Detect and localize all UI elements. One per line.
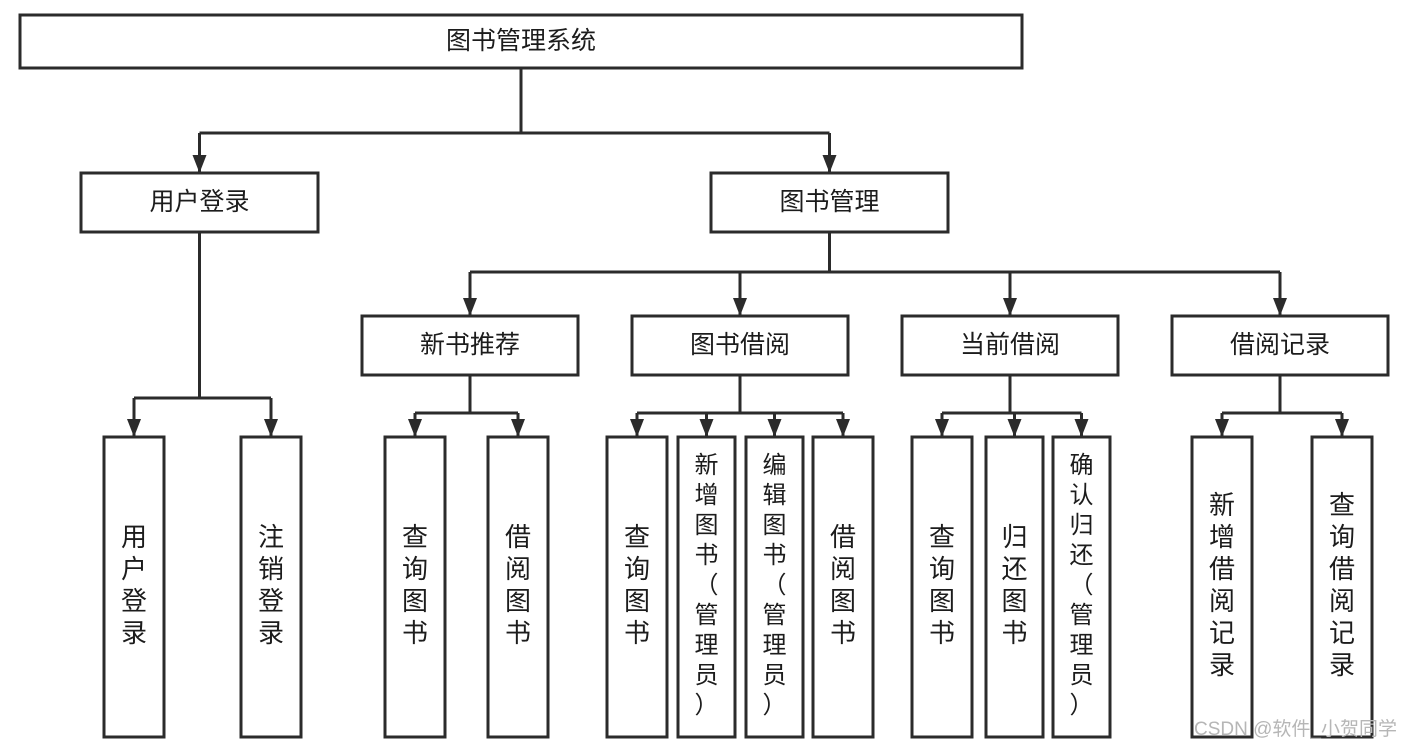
node-leaf-query-book-recommend[interactable]: 查询图书 — [383, 435, 447, 739]
node-borrow-record[interactable]: 借阅记录 — [1170, 314, 1390, 377]
node-box-leaf-query-book-current — [910, 435, 974, 739]
node-box-leaf-query-book-recommend — [383, 435, 447, 739]
node-label-leaf-logout: 注销登录 — [258, 522, 284, 648]
node-label-book-borrow: 图书借阅 — [690, 331, 790, 359]
node-box-leaf-add-book-admin — [676, 435, 737, 739]
node-leaf-edit-book-admin[interactable]: 编辑图书（管理员） — [744, 435, 805, 739]
arrow-head-icon — [1215, 419, 1229, 437]
arrow-head-icon — [192, 155, 207, 173]
arrow-head-icon — [836, 419, 850, 437]
node-leaf-user-login[interactable]: 用户登录 — [102, 435, 166, 739]
arrow-head-icon — [1007, 419, 1022, 437]
node-label-leaf-query-book-recommend: 查询图书 — [402, 522, 428, 648]
node-box-leaf-add-borrow-record — [1190, 435, 1254, 739]
arrow-head-icon — [767, 419, 782, 437]
connector-group-current-borrow — [935, 375, 1089, 437]
node-leaf-borrow-book-recommend[interactable]: 借阅图书 — [486, 435, 550, 739]
connector-group-book-manage — [463, 232, 1287, 316]
node-label-leaf-user-login: 用户登录 — [121, 522, 147, 648]
node-label-leaf-query-book-borrow: 查询图书 — [624, 522, 650, 648]
node-label-user-login: 用户登录 — [149, 188, 249, 216]
node-box-new-book-recommend — [360, 314, 580, 377]
node-label-leaf-confirm-return-admin: 确认归还（管理员） — [1070, 452, 1094, 719]
node-label-new-book-recommend: 新书推荐 — [420, 331, 520, 359]
node-label-leaf-query-book-current: 查询图书 — [929, 522, 955, 648]
node-box-leaf-confirm-return-admin — [1051, 435, 1112, 739]
arrow-head-icon — [463, 298, 477, 316]
node-box-leaf-return-book — [984, 435, 1045, 739]
connector-group-book-borrow — [630, 375, 850, 437]
node-root[interactable]: 图书管理系统 — [18, 13, 1024, 70]
node-current-borrow[interactable]: 当前借阅 — [900, 314, 1120, 377]
node-label-leaf-add-book-admin: 新增图书（管理员） — [695, 452, 719, 719]
node-box-leaf-edit-book-admin — [744, 435, 805, 739]
arrow-head-icon — [935, 419, 949, 437]
node-box-leaf-borrow-book — [811, 435, 875, 739]
arrow-head-icon — [630, 419, 644, 437]
arrow-head-icon — [1003, 298, 1017, 316]
arrow-head-icon — [1273, 298, 1287, 316]
connector-group-new-book-recommend — [408, 375, 525, 437]
connector-group-user-login — [127, 232, 278, 437]
node-label-leaf-add-borrow-record: 新增借阅记录 — [1209, 490, 1235, 680]
node-label-leaf-borrow-book-recommend: 借阅图书 — [505, 522, 531, 648]
node-box-user-login — [79, 171, 320, 234]
node-label-leaf-return-book: 归还图书 — [1001, 522, 1027, 648]
arrow-head-icon — [408, 419, 422, 437]
node-label-current-borrow: 当前借阅 — [960, 331, 1060, 359]
node-leaf-confirm-return-admin[interactable]: 确认归还（管理员） — [1051, 435, 1112, 739]
node-label-leaf-query-borrow-record: 查询借阅记录 — [1329, 490, 1355, 680]
connector-group-borrow-record — [1215, 375, 1349, 437]
node-leaf-add-book-admin[interactable]: 新增图书（管理员） — [676, 435, 737, 739]
arrow-head-icon — [1335, 419, 1349, 437]
node-book-borrow[interactable]: 图书借阅 — [630, 314, 850, 377]
node-box-leaf-borrow-book-recommend — [486, 435, 550, 739]
arrow-head-icon — [264, 419, 278, 437]
node-leaf-add-borrow-record[interactable]: 新增借阅记录 — [1190, 435, 1254, 739]
connector-layer — [127, 68, 1349, 437]
arrow-head-icon — [699, 419, 714, 437]
arrow-head-icon — [511, 419, 525, 437]
node-leaf-query-book-borrow[interactable]: 查询图书 — [605, 435, 669, 739]
node-leaf-logout[interactable]: 注销登录 — [239, 435, 303, 739]
node-box-leaf-user-login — [102, 435, 166, 739]
arrow-head-icon — [1074, 419, 1089, 437]
node-new-book-recommend[interactable]: 新书推荐 — [360, 314, 580, 377]
node-box-borrow-record — [1170, 314, 1390, 377]
node-box-leaf-logout — [239, 435, 303, 739]
node-box-current-borrow — [900, 314, 1120, 377]
arrow-head-icon — [127, 419, 141, 437]
arrow-head-icon — [733, 298, 747, 316]
node-user-login[interactable]: 用户登录 — [79, 171, 320, 234]
node-box-root — [18, 13, 1024, 70]
node-label-book-manage: 图书管理 — [779, 188, 879, 216]
node-label-root: 图书管理系统 — [446, 27, 596, 55]
node-label-borrow-record: 借阅记录 — [1230, 331, 1330, 359]
node-leaf-return-book[interactable]: 归还图书 — [984, 435, 1045, 739]
node-leaf-query-book-current[interactable]: 查询图书 — [910, 435, 974, 739]
arrow-head-icon — [822, 155, 837, 173]
node-leaf-borrow-book[interactable]: 借阅图书 — [811, 435, 875, 739]
node-label-leaf-edit-book-admin: 编辑图书（管理员） — [763, 452, 787, 719]
node-layer: 图书管理系统用户登录图书管理新书推荐图书借阅当前借阅借阅记录用户登录注销登录查询… — [18, 13, 1390, 739]
node-box-book-manage — [709, 171, 950, 234]
node-book-manage[interactable]: 图书管理 — [709, 171, 950, 234]
node-box-leaf-query-book-borrow — [605, 435, 669, 739]
node-box-book-borrow — [630, 314, 850, 377]
node-box-leaf-query-borrow-record — [1310, 435, 1374, 739]
node-leaf-query-borrow-record[interactable]: 查询借阅记录 — [1310, 435, 1374, 739]
connector-group-root — [192, 68, 837, 173]
node-label-leaf-borrow-book: 借阅图书 — [830, 522, 856, 648]
